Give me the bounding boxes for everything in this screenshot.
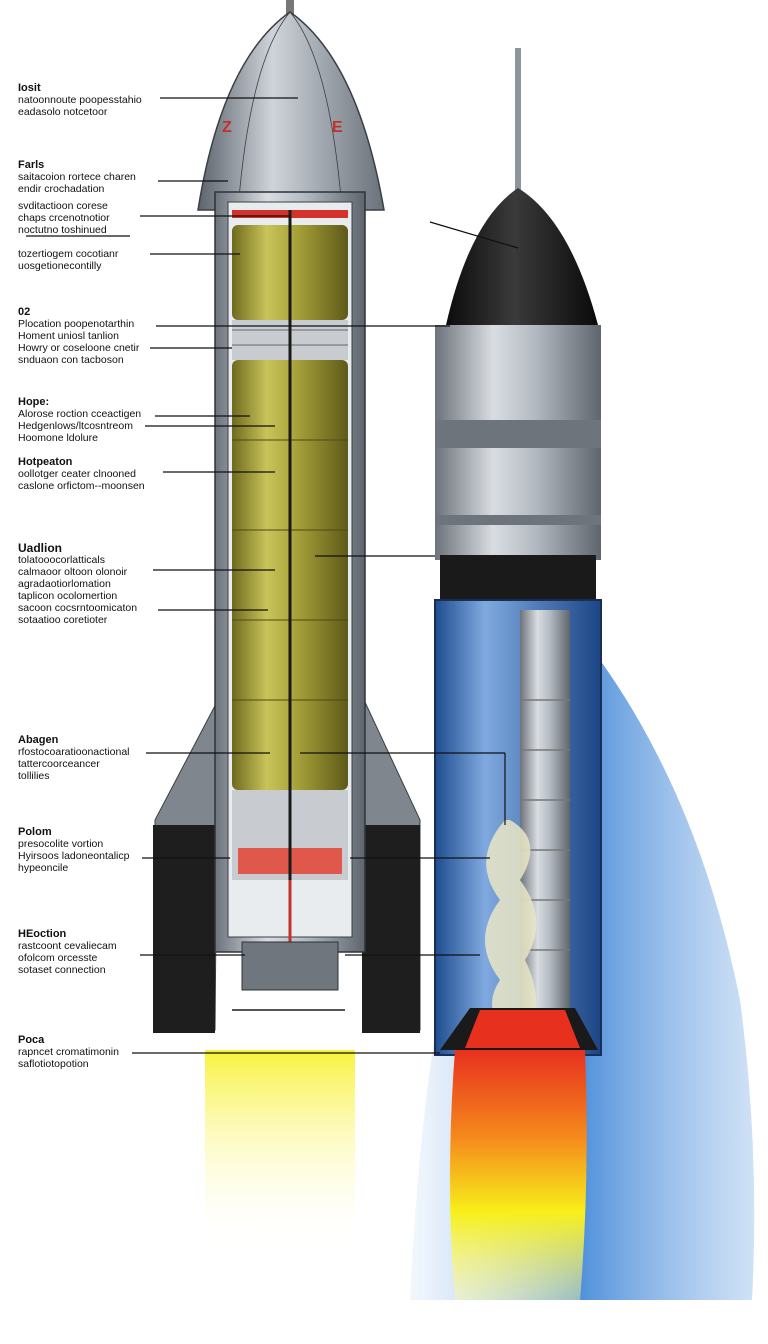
callout-title: HEoction [18,928,67,940]
leader-lines [26,97,506,1054]
callout-line: rapncet cromatimonin [18,1046,119,1058]
nose-mark-right: E [332,119,343,136]
callout-line: ofolcom orcesste [18,952,98,964]
callout-line: Homent uniosl tanlion [18,330,119,342]
callout-poca: Poca rapncet cromatimonin saflotiotopoti… [18,1034,119,1070]
left-rocket: Z E [153,0,421,1250]
callout-line: endir crochadation [18,183,105,195]
callout-title: Iosit [18,82,41,94]
callout-line: Hyirsoos ladoneontalicp [18,850,130,862]
callout-line: hypeoncile [18,862,69,874]
left-antenna [286,0,294,15]
callout-uadlion: Uadlion tolatooocorlatticals calmaoor ol… [18,542,137,626]
right-booster [362,825,420,1033]
callout-title: Uadlion [18,541,62,555]
callout-line: Plocation poopenotarthin [18,318,135,330]
callout-title: Polom [18,826,52,838]
callout-line: svditactioon corese [18,200,108,212]
callout-line: uosgetionecontilly [18,260,102,272]
callout-hope: Hope: Alorose roction cceactigen Hedgenl… [18,396,141,444]
callout-line: saitacoion rortece charen [18,171,136,183]
callout-hotpeaton: Hotpeaton oollotger ceater clnooned casl… [18,456,145,492]
yellow-exhaust-glow [205,1050,355,1250]
callout-title: Poca [18,1034,45,1046]
callout-title: 02 [18,306,31,318]
callout-line: calmaoor oltoon olonoir [18,566,128,578]
callout-oxidizer: tozertiogem cocotianr uosgetionecontilly [18,248,118,272]
callout-title: Hope: [18,396,50,408]
leader-nose [429,221,519,249]
callout-separation: svditactioon corese chaps crcenotnotior … [18,200,110,236]
callout-abagen: Abagen rfostocoaratioonactional tatterco… [18,734,130,782]
callout-line: rastcoont cevaliecam [18,940,117,952]
callout-line: chaps crcenotnotior [18,212,110,224]
callout-title: Farls [18,159,45,171]
callout-nose-cone: Iosit natoonnoute poopesstahio eadasolo … [18,82,142,118]
callout-line: saflotiotopotion [18,1058,89,1070]
smoke-plume [485,820,537,1040]
callout-line: snduaon con tacboson [18,354,124,366]
right-rocket [410,48,755,1300]
callout-line: tollilies [18,770,50,782]
callout-line: Alorose roction cceactigen [18,408,142,420]
callout-line: oollotger ceater clnooned [18,468,136,480]
callout-line: tattercoorceancer [18,758,100,770]
callout-line: sotaset connection [18,964,106,976]
callout-line: caslone orfictom--moonsen [18,480,145,492]
callout-line: presocolite vortion [18,838,104,850]
callout-line: natoonnoute poopesstahio [18,94,142,106]
antenna-rod [515,48,521,193]
callout-line: eadasolo notcetoor [18,106,108,118]
callout-title: Hotpeaton [18,456,73,468]
callout-line: tozertiogem cocotianr [18,248,119,260]
callout-o2: 02 Plocation poopenotarthin Homent unios… [18,306,139,366]
left-booster [153,825,215,1033]
black-nose-cone [446,188,598,325]
base-nozzle [241,941,339,991]
callout-line: sotaatioo coretioter [18,614,108,626]
silver-nose-cone [197,11,385,211]
callout-line: Howry or coseloone cnetir [18,342,140,354]
red-combustion [465,1010,580,1048]
callout-title: Abagen [18,734,59,746]
callout-line: noctutno toshinued [18,224,107,236]
nose-mark-left: Z [222,119,232,136]
callout-line: agradaotiorlomation [18,578,111,590]
callout-fairing: Farls saitacoion rortece charen endir cr… [18,159,136,195]
callout-heoction: HEoction rastcoont cevaliecam ofolcom or… [18,928,117,976]
callout-line: Hoomone ldolure [18,432,98,444]
callout-polom: Polom presocolite vortion Hyirsoos ladon… [18,826,129,874]
callout-line: taplicon ocolomertion [18,590,118,602]
callout-line: sacoon cocsrntoomicaton [18,602,138,614]
main-flame [450,1050,587,1300]
callout-line: tolatooocorlatticals [18,554,105,566]
callout-line: Hedgenlows/ltcosntreom [18,420,133,432]
callout-line: rfostocoaratioonactional [18,746,130,758]
